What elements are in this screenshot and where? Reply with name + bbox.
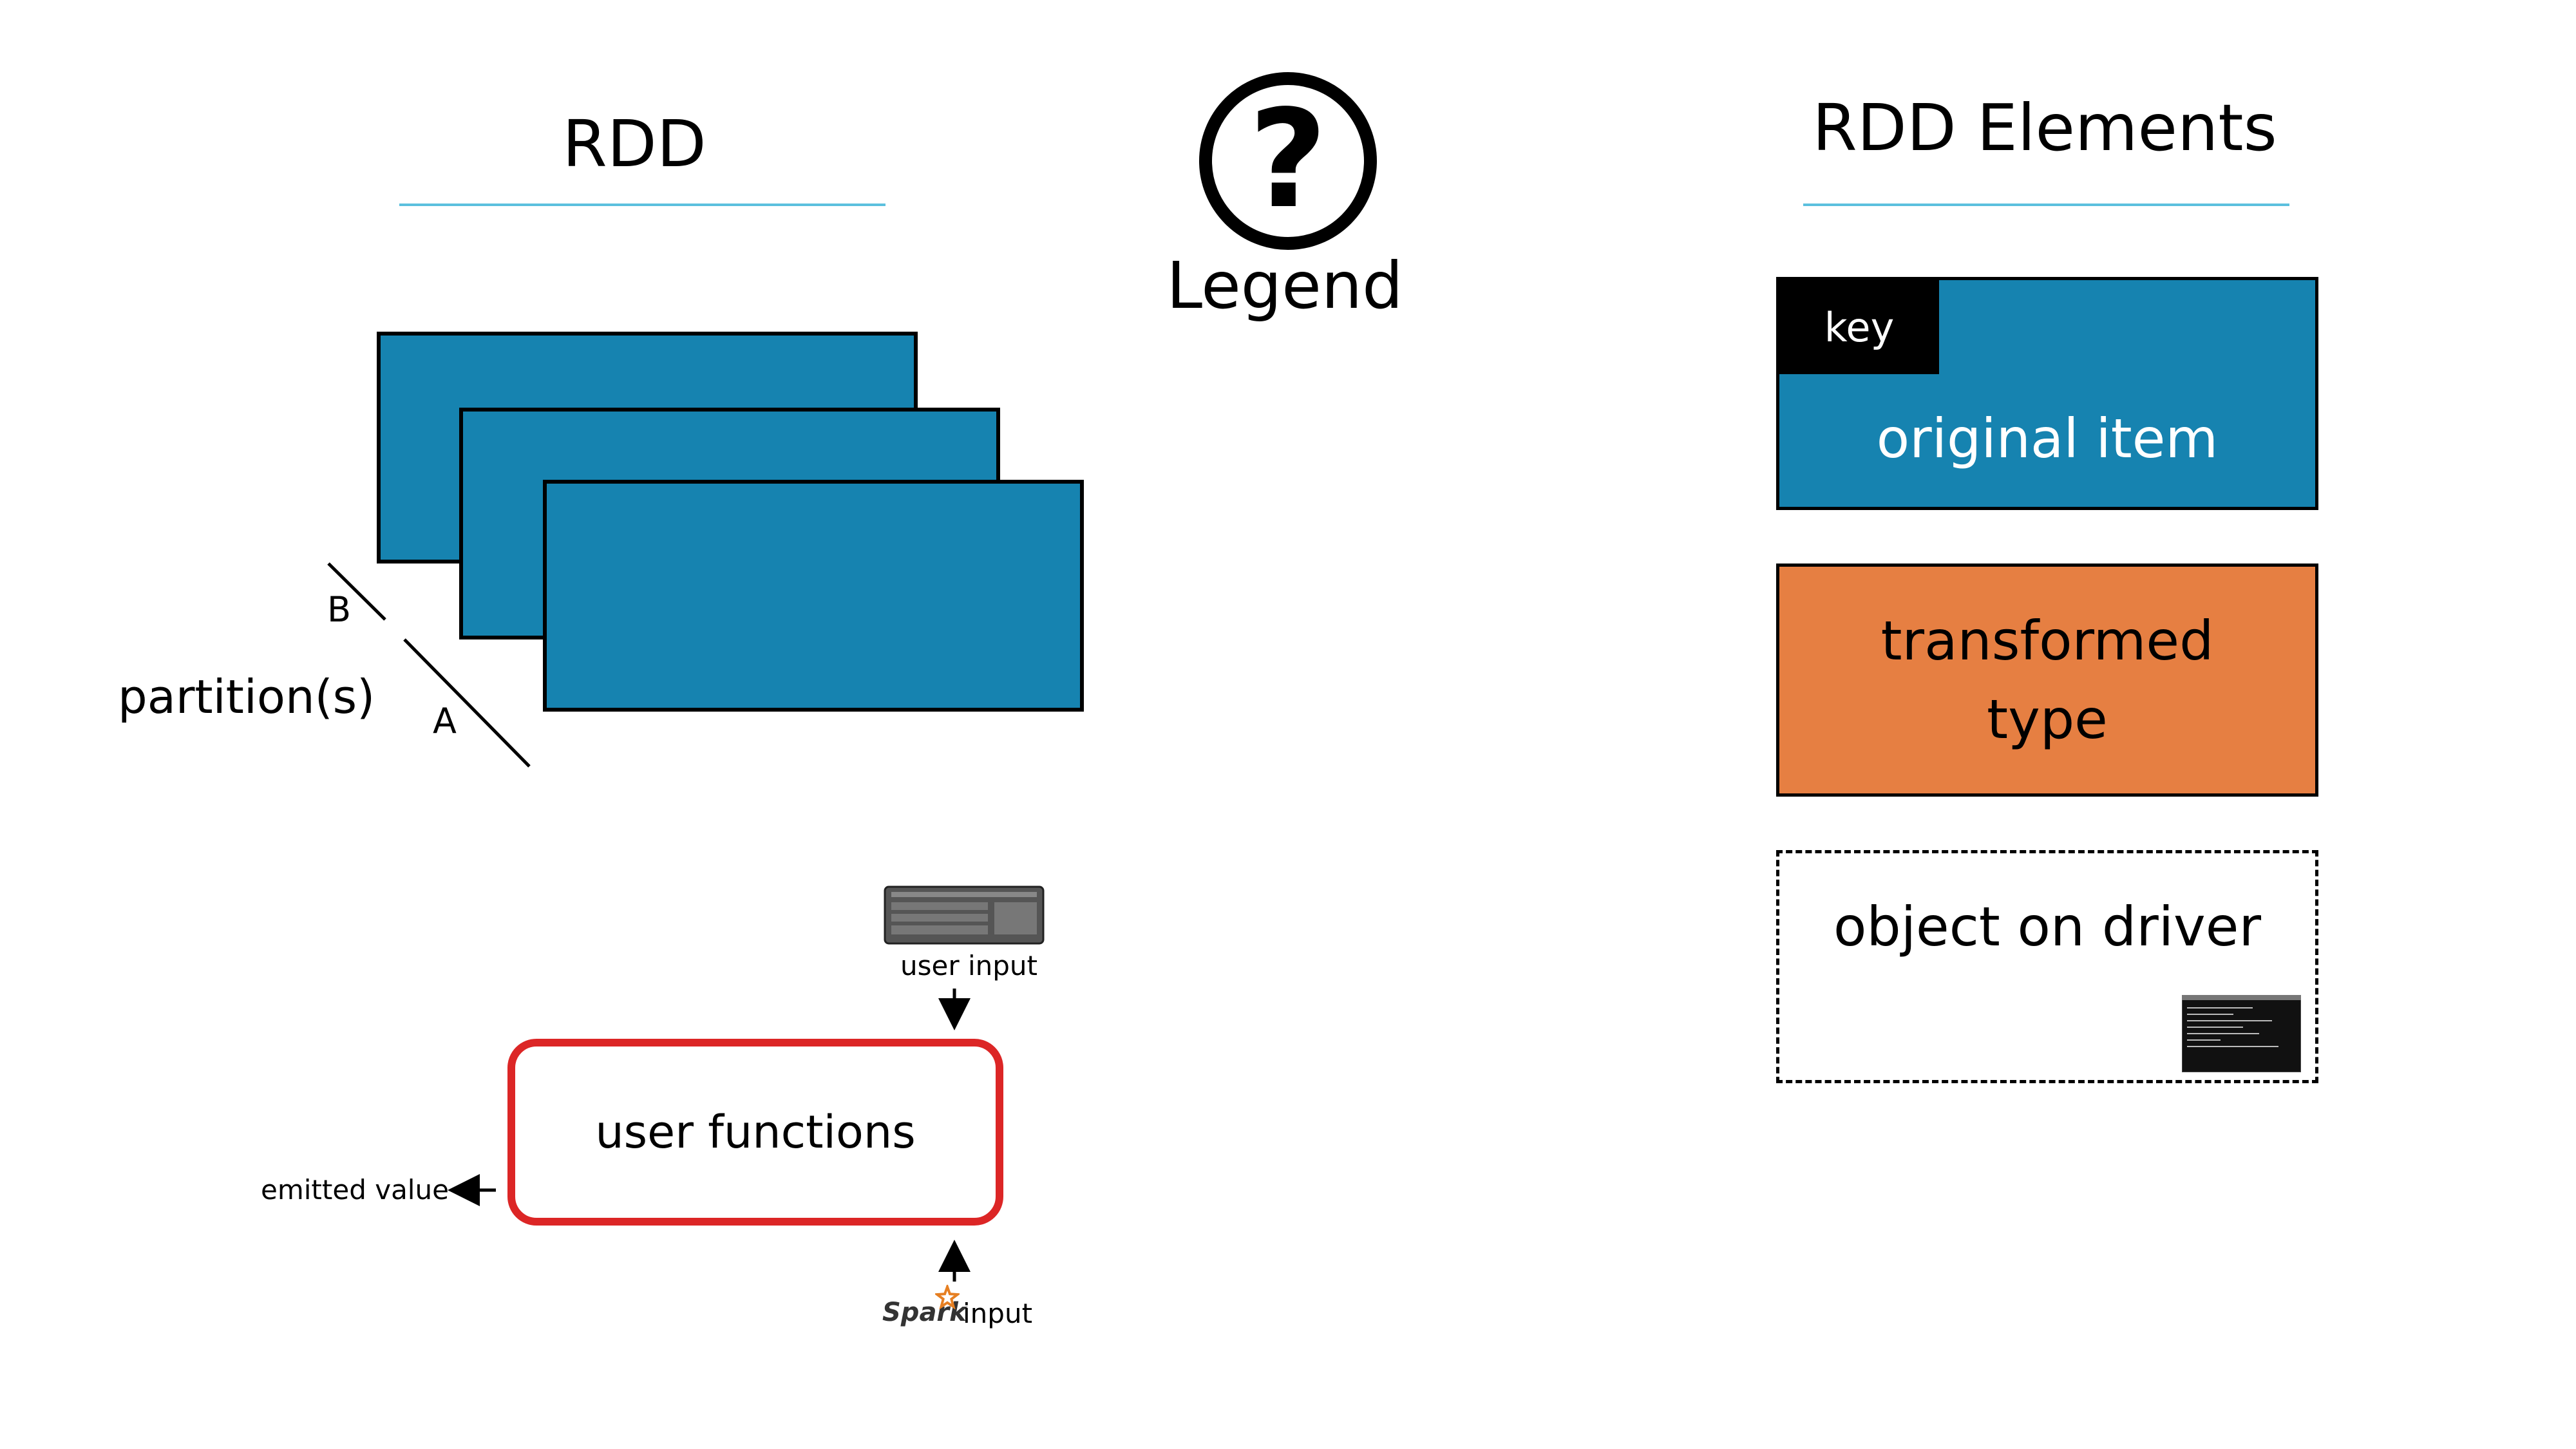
question-circle-icon: ?	[1199, 72, 1377, 250]
original-item-element: key original item	[1776, 277, 2318, 510]
keyboard-icon	[884, 886, 1045, 945]
partition-a-divider	[403, 638, 531, 768]
user-functions-box: user functions	[507, 1039, 1003, 1226]
elements-title-underline	[1803, 204, 2289, 206]
rdd-title: RDD	[562, 106, 706, 182]
emitted-value-label: emitted value	[261, 1174, 449, 1206]
spark-input-label: input	[963, 1298, 1033, 1329]
rdd-title-underline	[399, 204, 886, 206]
legend-label: Legend	[1166, 248, 1403, 323]
terminal-icon	[2182, 995, 2301, 1072]
transformed-label-line1: transformed	[1880, 609, 2214, 672]
elements-title: RDD Elements	[1812, 90, 2277, 166]
original-item-label: original item	[1876, 407, 2219, 470]
transformed-type-element: transformed type	[1776, 564, 2318, 797]
key-label: key	[1824, 303, 1895, 351]
object-on-driver-element: object on driver	[1776, 850, 2318, 1083]
user-input-label: user input	[900, 950, 1037, 981]
partition-label: partition(s)	[118, 670, 375, 724]
transformed-label-line2: type	[1987, 688, 2108, 751]
object-on-driver-label: object on driver	[1833, 895, 2261, 958]
spark-star-icon	[935, 1285, 960, 1309]
partition-b-divider	[327, 562, 386, 621]
user-functions-label: user functions	[595, 1106, 916, 1159]
svg-text:?: ?	[1249, 80, 1327, 238]
partition-front	[543, 480, 1084, 712]
key-tag: key	[1779, 280, 1939, 374]
partition-b-label: B	[327, 589, 352, 630]
partition-a-label: A	[433, 701, 457, 741]
